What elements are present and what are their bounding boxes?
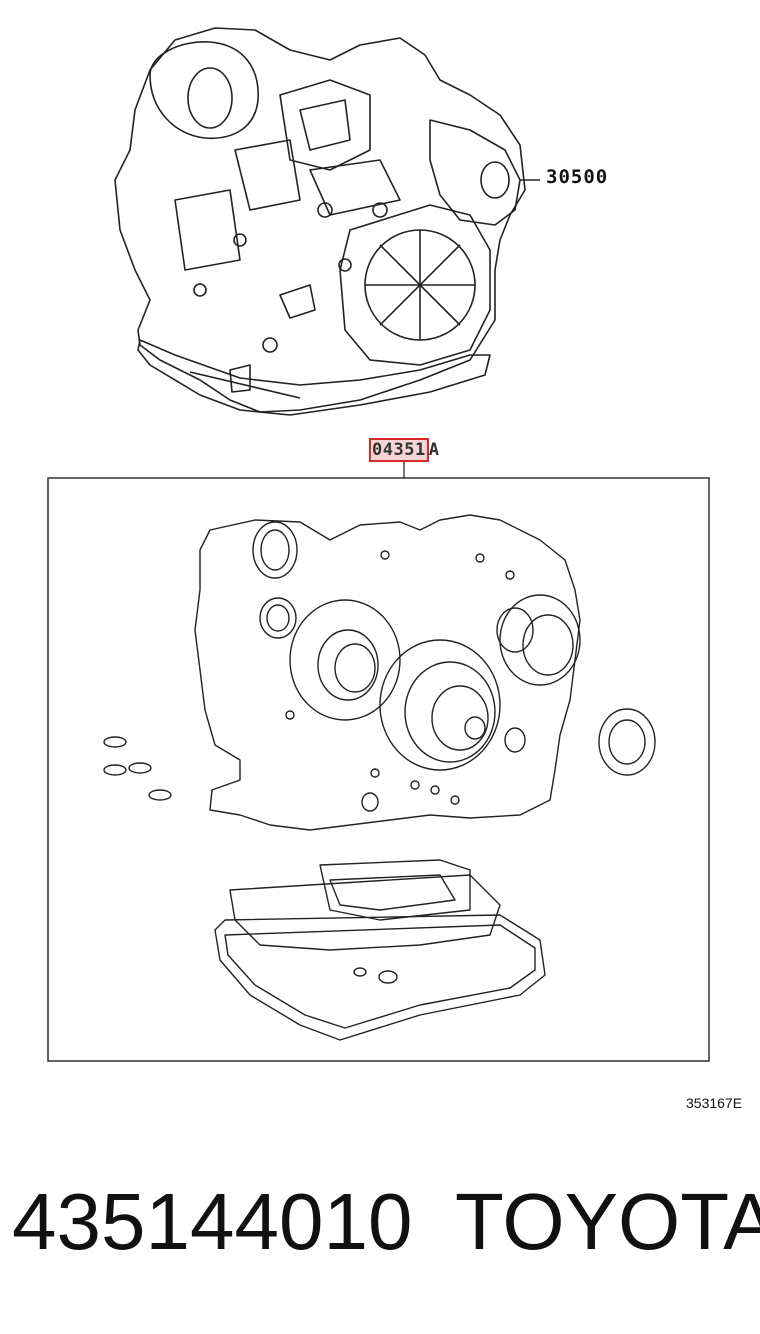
callout-transmission-assy[interactable]: 30500 [546,166,609,188]
gasket-kit-frame [47,477,710,1062]
callout-suffix: A [428,440,440,460]
diagram-id-label: 353167E [686,1095,743,1111]
transmission-assembly-illustration [114,27,540,416]
callout-highlight: 04351 [369,438,429,462]
gasket-kit-illustration [103,514,656,1041]
brand-name: TOYOTA [455,1177,760,1266]
part-number: 435144010 [12,1177,413,1266]
